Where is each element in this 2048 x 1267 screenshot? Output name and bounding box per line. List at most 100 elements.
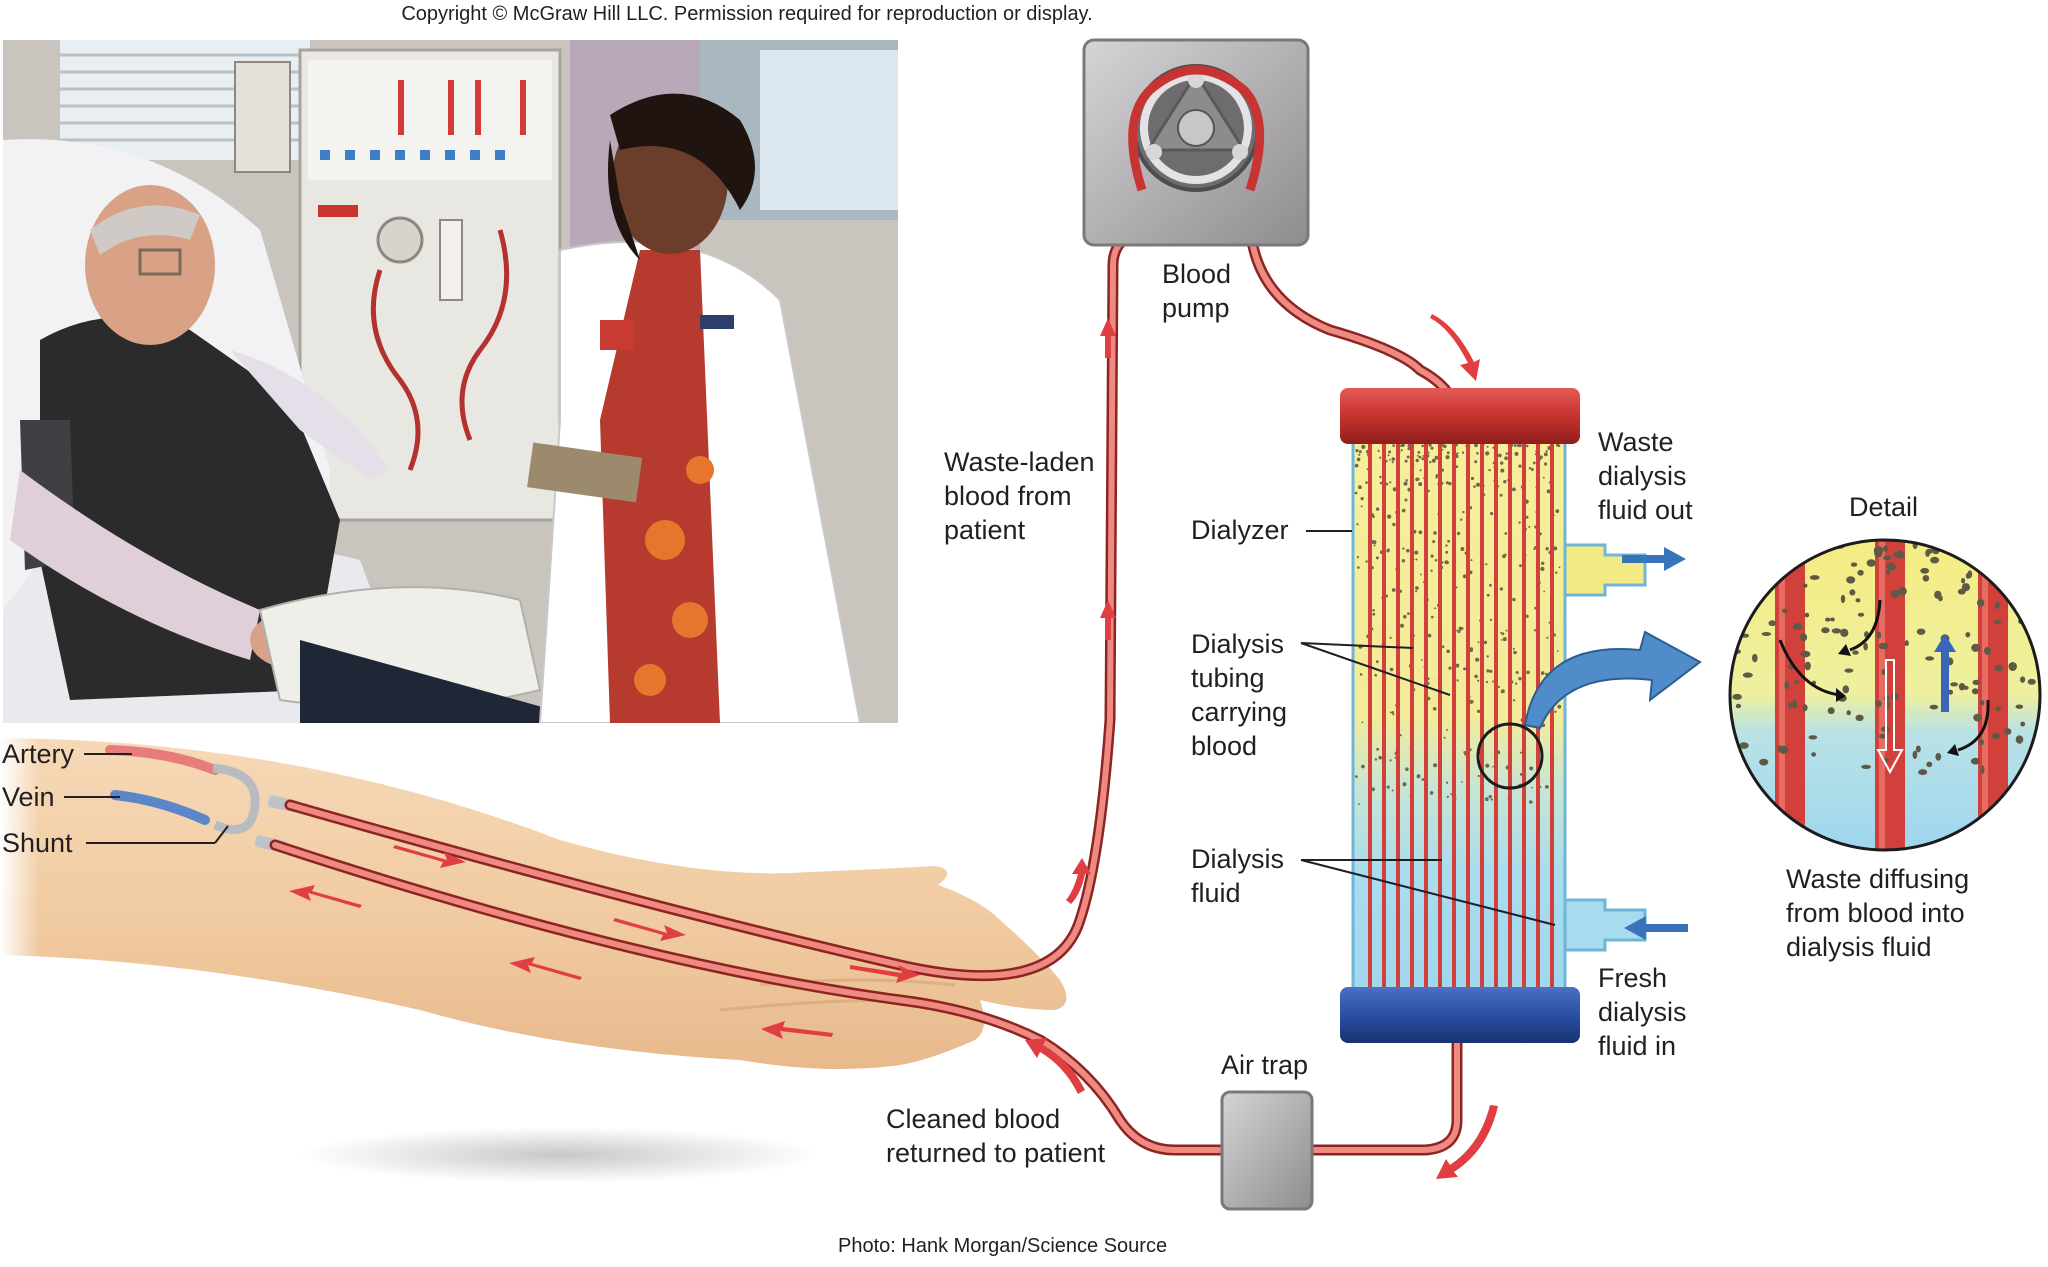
waste-particle: [1456, 531, 1461, 536]
waste-particle: [1883, 545, 1888, 552]
patient-arm: [0, 730, 1067, 1069]
waste-particle: [1874, 549, 1883, 558]
waste-particle: [1462, 510, 1465, 514]
waste-particle: [1539, 455, 1543, 459]
waste-particle: [1883, 555, 1892, 561]
waste-particle: [1499, 587, 1504, 591]
waste-particle: [1525, 444, 1529, 448]
waste-particle: [1448, 481, 1452, 486]
waste-particle: [1733, 607, 1741, 615]
waste-particle: [1779, 559, 1789, 565]
waste-particle: [1447, 539, 1450, 543]
waste-particle: [1372, 612, 1376, 616]
waste-particle: [2031, 565, 2038, 572]
waste-particle: [1991, 733, 2000, 740]
waste-particle: [1929, 704, 1939, 710]
waste-particle: [1430, 446, 1434, 450]
waste-particle: [1778, 541, 1787, 550]
waste-particle: [1435, 476, 1438, 479]
waste-particle: [1474, 460, 1478, 464]
waste-particle: [1857, 612, 1865, 617]
waste-particle: [1485, 451, 1490, 456]
waste-particle: [1429, 791, 1434, 795]
waste-particle: [2028, 541, 2035, 549]
waste-particle: [1518, 443, 1522, 448]
waste-particle: [1926, 548, 1934, 554]
waste-particle: [1850, 562, 1858, 567]
waste-particle: [1759, 758, 1769, 766]
waste-particle: [1389, 711, 1392, 714]
waste-particle: [1461, 781, 1463, 783]
waste-particle: [1830, 617, 1835, 622]
waste-particle: [1404, 498, 1408, 502]
waste-particle: [1876, 631, 1882, 639]
waste-particle: [1875, 700, 1882, 708]
waste-particle: [1994, 601, 2000, 610]
waste-particle: [1421, 659, 1423, 661]
waste-particle: [2015, 704, 2024, 709]
waste-particle: [1371, 787, 1375, 792]
waste-particle: [1421, 444, 1424, 448]
waste-particle: [1995, 706, 2002, 712]
tube-dialyzer-to-airtrap: [1304, 1034, 1463, 1156]
waste-particle: [1768, 620, 1777, 627]
waste-particle: [1512, 699, 1516, 702]
flow-arrow: [1100, 600, 1116, 640]
waste-particle: [1918, 769, 1928, 776]
waste-particle: [1922, 575, 1930, 582]
waste-particle: [1455, 454, 1459, 459]
waste-particle: [1460, 547, 1465, 551]
waste-particle: [1489, 583, 1492, 587]
waste-particle: [1415, 558, 1418, 561]
waste-particle: [1488, 795, 1492, 799]
waste-particle: [1512, 487, 1516, 492]
waste-particle: [1460, 518, 1463, 521]
waste-particle: [1979, 556, 1989, 565]
waste-particle: [1863, 642, 1868, 651]
waste-particle: [1965, 572, 1971, 579]
waste-particle: [1418, 455, 1422, 459]
waste-particle: [1821, 627, 1830, 634]
waste-particle: [1504, 456, 1508, 461]
waste-particle: [1513, 444, 1517, 447]
waste-particle: [1477, 679, 1480, 682]
blood-flow-arrows: [289, 314, 1498, 1179]
waste-particle: [1809, 548, 1814, 557]
waste-particle: [1518, 677, 1522, 681]
waste-particle: [1732, 693, 1742, 700]
fluid-in-arrow: [1624, 916, 1688, 940]
waste-particle: [1486, 655, 1489, 658]
waste-particle: [1358, 803, 1360, 806]
waste-particle: [1434, 607, 1437, 610]
waste-particle: [1500, 631, 1502, 634]
waste-particle: [1445, 728, 1448, 731]
waste-particle: [1365, 560, 1368, 563]
waste-particle: [1469, 699, 1474, 704]
waste-particle: [1470, 476, 1475, 481]
waste-particle: [1504, 532, 1508, 535]
waste-particle: [1391, 588, 1396, 592]
waste-particle: [2024, 586, 2029, 591]
copyright-notice: Copyright © McGraw Hill LLC. Permission …: [401, 3, 1092, 25]
waste-particle: [1972, 679, 1981, 686]
dialysis-fiber: [1438, 440, 1442, 992]
waste-particle: [1811, 752, 1817, 757]
flow-arrow: [1066, 858, 1091, 904]
waste-particle: [1804, 661, 1811, 671]
waste-particle: [1532, 461, 1536, 465]
waste-particle: [1354, 463, 1359, 468]
waste-particle: [1879, 733, 1886, 739]
waste-particle: [1391, 457, 1396, 461]
waste-particle: [1935, 752, 1942, 761]
waste-particle: [1515, 682, 1518, 685]
waste-particle: [1403, 614, 1407, 619]
waste-particle: [1372, 609, 1375, 612]
waste-particle: [1557, 444, 1561, 448]
label-dialysis-fluid: Dialysis fluid: [1191, 844, 1285, 908]
waste-particle: [1501, 689, 1505, 694]
waste-particle: [1485, 680, 1488, 684]
waste-particle: [1502, 637, 1507, 642]
waste-particle: [1528, 525, 1531, 528]
